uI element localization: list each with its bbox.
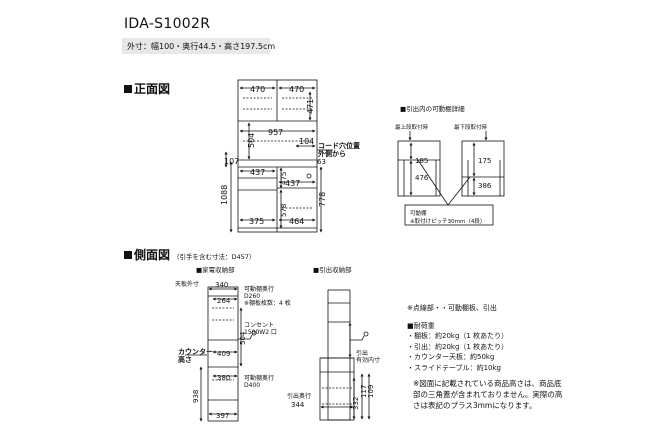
cord-label-2: 外側から	[318, 149, 346, 158]
dim-cord-offset: 63	[317, 158, 326, 166]
shelf-bottom-label: 最下段取付時	[454, 125, 488, 131]
shelf-detail	[397, 131, 505, 226]
cord-label-1: コード穴位置	[318, 141, 360, 150]
notes-load-4: ・スライドテーブル：約10kg	[407, 363, 501, 372]
appliance-heading: ■家電収納部	[196, 266, 235, 274]
dim-left-offset: 107	[224, 157, 239, 166]
side-drawer	[319, 289, 371, 421]
pitch-label: ※取付けピッチ30mm（4段）	[410, 219, 486, 225]
shelf-detail-title-text: 引出内の可動棚詳細	[406, 105, 465, 113]
side-view-title: 側面図（引手を含む寸法：D457）	[124, 246, 255, 263]
front-view-title: 正面図	[124, 80, 170, 97]
notes-load-2: ・引出：約20kg（1 枚あたり）	[407, 342, 509, 351]
dim-drawer-h: 475	[280, 172, 288, 185]
drawer-inner-label-2: 有効内寸	[356, 356, 380, 364]
front-cabinet	[237, 79, 318, 233]
dim-938: 938	[192, 390, 200, 403]
outlet-label-2: 1500W2 口	[244, 329, 277, 336]
dim-drawer-w-left: 437	[250, 168, 265, 177]
dim-lower-h: 578	[280, 204, 288, 217]
notes-legend: ※点線部・・可動棚板、引出	[407, 304, 497, 312]
drawer-depth-label: 引出奥行	[287, 392, 311, 400]
spec-text: 外寸：幅100・奥行44.5・高さ197.5cm	[127, 42, 276, 51]
drawer-inner-label-1: 引出	[356, 349, 368, 357]
side-view-title-text: 側面図	[134, 248, 171, 262]
dim-mid-h: 504	[247, 133, 256, 148]
shelf-left-bottom: 476	[415, 174, 429, 182]
dim-340: 340	[215, 281, 228, 289]
outlet-label-1: コンセント	[244, 322, 274, 329]
notes-load-1: ・棚板：約20kg（1 枚あたり）	[407, 332, 509, 340]
dim-cord-w: 104	[299, 137, 314, 146]
movable-shelf-label: 可動棚	[410, 211, 427, 217]
drawer-heading-text: 引出収納部	[319, 266, 352, 274]
dim-409: 409	[217, 350, 230, 358]
rail-depth-1: 可動棚奥行	[244, 374, 274, 382]
drawer-heading: ■引出収納部	[313, 266, 352, 274]
shelf-top-label: 最上段取付時	[395, 125, 429, 131]
dim-344: 344	[291, 401, 305, 409]
dim-117: 117	[360, 385, 368, 398]
footnote: ※図面に記載されている商品高さは、商品底部の三角蓋が含まれておりません。実際の高…	[413, 379, 563, 410]
dim-109: 109	[367, 385, 375, 398]
dim-drawer-w-right: 437	[285, 179, 300, 188]
shelf-left-top: 185	[415, 157, 428, 165]
dim-inner-w: 957	[268, 128, 283, 137]
dim-bottom-left-w: 375	[249, 217, 264, 226]
front-dimension-lines	[224, 86, 333, 233]
notes-load-title: ■耐荷重	[407, 321, 435, 330]
shelf-right-top: 175	[478, 157, 491, 165]
shelf-depth-label-1: 可動棚奥行	[244, 285, 274, 293]
counter-label-2: 高さ	[178, 355, 192, 364]
shelf-depth-label-2: D260	[244, 293, 260, 300]
side-view-subtitle: （引手を含む寸法：D457）	[173, 253, 256, 261]
dim-top-left-w: 470	[250, 85, 265, 94]
spec-bar	[122, 38, 270, 54]
appliance-heading-text: 家電収納部	[202, 266, 235, 274]
dim-504: 504	[239, 331, 247, 345]
shelf-detail-title: ■引出内の可動棚詳細	[400, 105, 465, 113]
top-plate-label: 天板外寸	[175, 280, 199, 288]
dim-total-h: 1088	[220, 185, 229, 205]
shelf-count: ※棚板枚数：4 枚	[244, 299, 291, 307]
shelf-right-bottom: 386	[478, 182, 492, 190]
dim-332: 332	[352, 397, 360, 410]
front-view-title-text: 正面図	[134, 82, 171, 96]
notes-load-3: ・カウンター天板：約50kg	[407, 353, 495, 361]
dim-top-right-w: 470	[289, 85, 304, 94]
dim-right-h: 778	[318, 192, 327, 207]
notes-block: ※点線部・・可動棚板、引出 ■耐荷重 ・棚板：約20kg（1 枚あたり） ・引出…	[407, 303, 508, 373]
dim-380: 380	[217, 374, 230, 382]
dim-bottom-right-w: 464	[289, 217, 304, 226]
counter-label-1: カウンター	[178, 347, 213, 356]
dim-264: 264	[217, 297, 231, 305]
rail-depth-2: D400	[244, 382, 260, 389]
side-appliance	[185, 286, 257, 422]
dim-upper-h: 471	[306, 99, 315, 114]
model-number: IDA-S1002R	[124, 16, 211, 32]
dim-397: 397	[216, 412, 229, 420]
